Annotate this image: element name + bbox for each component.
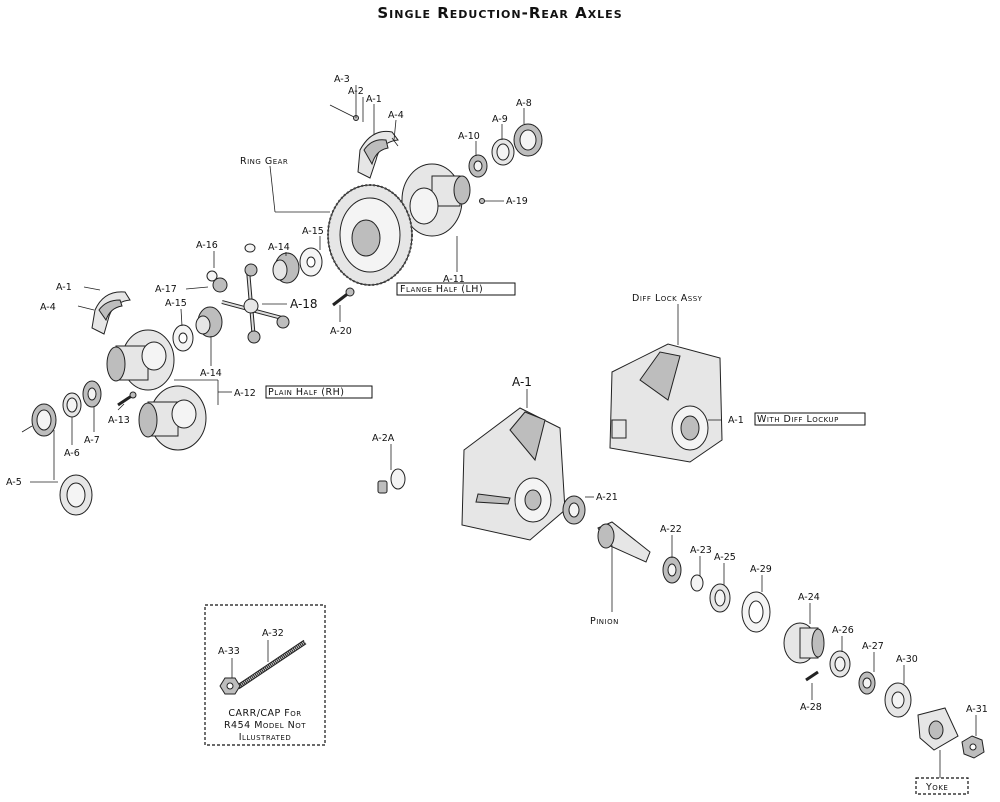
label-a14-lower: A-14 (200, 368, 222, 379)
label-a4-top: A-4 (388, 110, 404, 121)
label-a7: A-7 (84, 435, 100, 446)
label-a27: A-27 (862, 641, 884, 652)
label-a3: A-3 (334, 74, 350, 85)
bearing-cap-top-part (329, 104, 399, 179)
label-a10: A-10 (458, 131, 480, 142)
label-a12: A-12 (234, 388, 256, 399)
label-a2: A-2 (348, 86, 364, 97)
label-a15-lower: A-15 (165, 298, 187, 309)
label-a1-carrier: A-1 (512, 375, 532, 389)
note-box (204, 604, 326, 746)
cone-a7-part (82, 380, 102, 408)
bearing-a8-part (513, 123, 543, 157)
cone-a27-part (858, 671, 876, 695)
note-line-3: Illustrated (239, 732, 292, 743)
label-a13: A-13 (108, 415, 130, 426)
bolt-a20-part (332, 287, 355, 307)
page-title: Single Reduction-Rear Axles (377, 4, 623, 22)
label-a8: A-8 (516, 98, 532, 109)
label-a1-lockup: A-1 (728, 415, 744, 426)
cone-a10-part (468, 154, 488, 178)
label-a2a: A-2A (372, 433, 395, 444)
spacer-a23-part (690, 574, 704, 592)
label-a19: A-19 (506, 196, 528, 207)
label-ring-gear: Ring Gear (240, 156, 288, 167)
label-a33: A-33 (218, 646, 240, 657)
label-a21: A-21 (596, 492, 618, 503)
flange-half-box (396, 282, 516, 296)
pinion-gear-a17-part (206, 243, 290, 344)
label-a20: A-20 (330, 326, 352, 337)
cup-a6-part (62, 392, 82, 418)
bearing-a21-part (562, 495, 586, 525)
label-a31: A-31 (966, 704, 988, 715)
bearing-cup-a9-part (491, 138, 515, 166)
label-a14-upper: A-14 (268, 242, 290, 253)
label-a24: A-24 (798, 592, 820, 603)
bolt-a13-part (117, 391, 137, 407)
label-a9: A-9 (492, 114, 508, 125)
label-a15-upper: A-15 (302, 226, 324, 237)
label-yoke: Yoke (925, 782, 948, 793)
thrust-washer-upper-part (299, 247, 323, 277)
label-a1-top: A-1 (366, 94, 382, 105)
diff-lockup-box (754, 412, 866, 426)
label-pinion: Pinion (590, 616, 619, 627)
label-a29: A-29 (750, 564, 772, 575)
seal-a30-part (884, 682, 912, 718)
carrier-housing-part (461, 407, 566, 541)
label-a11: A-11 (443, 274, 465, 285)
label-a16: A-16 (196, 240, 218, 251)
label-a32: A-32 (262, 628, 284, 639)
yoke-part (917, 707, 959, 751)
bearing-a22-part (662, 556, 682, 584)
diff-lock-carrier-part (609, 343, 723, 463)
label-plain-half: Plain Half (RH) (268, 387, 344, 398)
plain-half-case-part (106, 329, 175, 391)
pinion-cage-a24-part (783, 622, 825, 682)
label-a1-left: A-1 (56, 282, 72, 293)
label-a26: A-26 (832, 625, 854, 636)
label-a25: A-25 (714, 552, 736, 563)
nut-a31-part (961, 735, 985, 759)
thrust-washer-lower-part (172, 324, 194, 352)
plain-half-box (265, 385, 373, 399)
flange-half-case-part (401, 163, 485, 237)
adjuster-a5-part (21, 403, 93, 516)
label-with-diff-lockup: With Diff Lockup (757, 414, 839, 425)
side-gear-upper-part (272, 252, 300, 284)
note-line-1: CARR/CAP For (228, 708, 301, 719)
label-a28: A-28 (800, 702, 822, 713)
stud-a32-part (236, 639, 307, 690)
o-ring-a2a-part (377, 468, 406, 494)
label-a18: A-18 (290, 297, 318, 311)
cup-a25-part (709, 583, 731, 613)
yoke-box (915, 777, 969, 795)
label-a23: A-23 (690, 545, 712, 556)
label-flange-half: Flange Half (LH) (400, 284, 483, 295)
label-a6: A-6 (64, 448, 80, 459)
label-a4-left: A-4 (40, 302, 56, 313)
label-a22: A-22 (660, 524, 682, 535)
side-gear-lower-part (195, 306, 223, 338)
note-line-2: R454 Model Not (224, 720, 306, 731)
label-a30: A-30 (896, 654, 918, 665)
nut-a33-part (219, 677, 241, 695)
label-a5: A-5 (6, 477, 22, 488)
ring-gear-part (327, 184, 413, 286)
label-diff-lock-assy: Diff Lock Assy (632, 293, 703, 304)
cup-a26-part (829, 650, 851, 678)
bearing-cap-left-part (77, 291, 131, 335)
spider-part (221, 269, 283, 341)
pinion-shaft-part (597, 521, 651, 563)
shim-a29-part (741, 591, 771, 633)
plain-half-case-alt-part (138, 385, 207, 451)
label-a17: A-17 (155, 284, 177, 295)
